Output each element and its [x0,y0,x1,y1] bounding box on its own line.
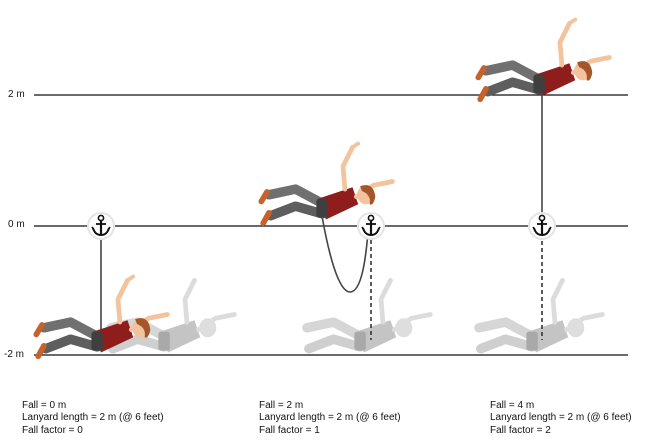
caption-lanyard: Lanyard length = 2 m (@ 6 feet) [259,412,401,424]
caption-fall: Fall = 0 m [22,400,164,412]
scenario-1-figure [36,213,234,356]
climber-figure [478,19,609,99]
caption-scenario-2: Fall = 2 m Lanyard length = 2 m (@ 6 fee… [259,400,401,437]
caption-factor: Fall factor = 0 [22,425,164,437]
caption-scenario-1: Fall = 0 m Lanyard length = 2 m (@ 6 fee… [22,400,164,437]
caption-factor: Fall factor = 2 [490,425,632,437]
level-label-minus2m: -2 m [4,349,24,361]
anchor-icon [358,213,384,239]
caption-fall: Fall = 4 m [490,400,632,412]
caption-lanyard: Lanyard length = 2 m (@ 6 feet) [22,412,164,424]
ghost-climber-figure [479,280,603,352]
caption-lanyard: Lanyard length = 2 m (@ 6 feet) [490,412,632,424]
caption-scenario-3: Fall = 4 m Lanyard length = 2 m (@ 6 fee… [490,400,632,437]
scenario-2-figure [261,144,430,353]
anchor-icon [529,213,555,239]
caption-factor: Fall factor = 1 [259,425,401,437]
level-label-2m: 2 m [8,89,25,101]
anchor-icon [88,213,114,239]
ghost-climber-figure [307,280,431,352]
climber-figure [261,144,392,224]
scenario-3-figure [478,19,609,352]
caption-fall: Fall = 2 m [259,400,401,412]
level-label-0m: 0 m [8,219,25,231]
ghost-climber-figure [111,280,235,352]
